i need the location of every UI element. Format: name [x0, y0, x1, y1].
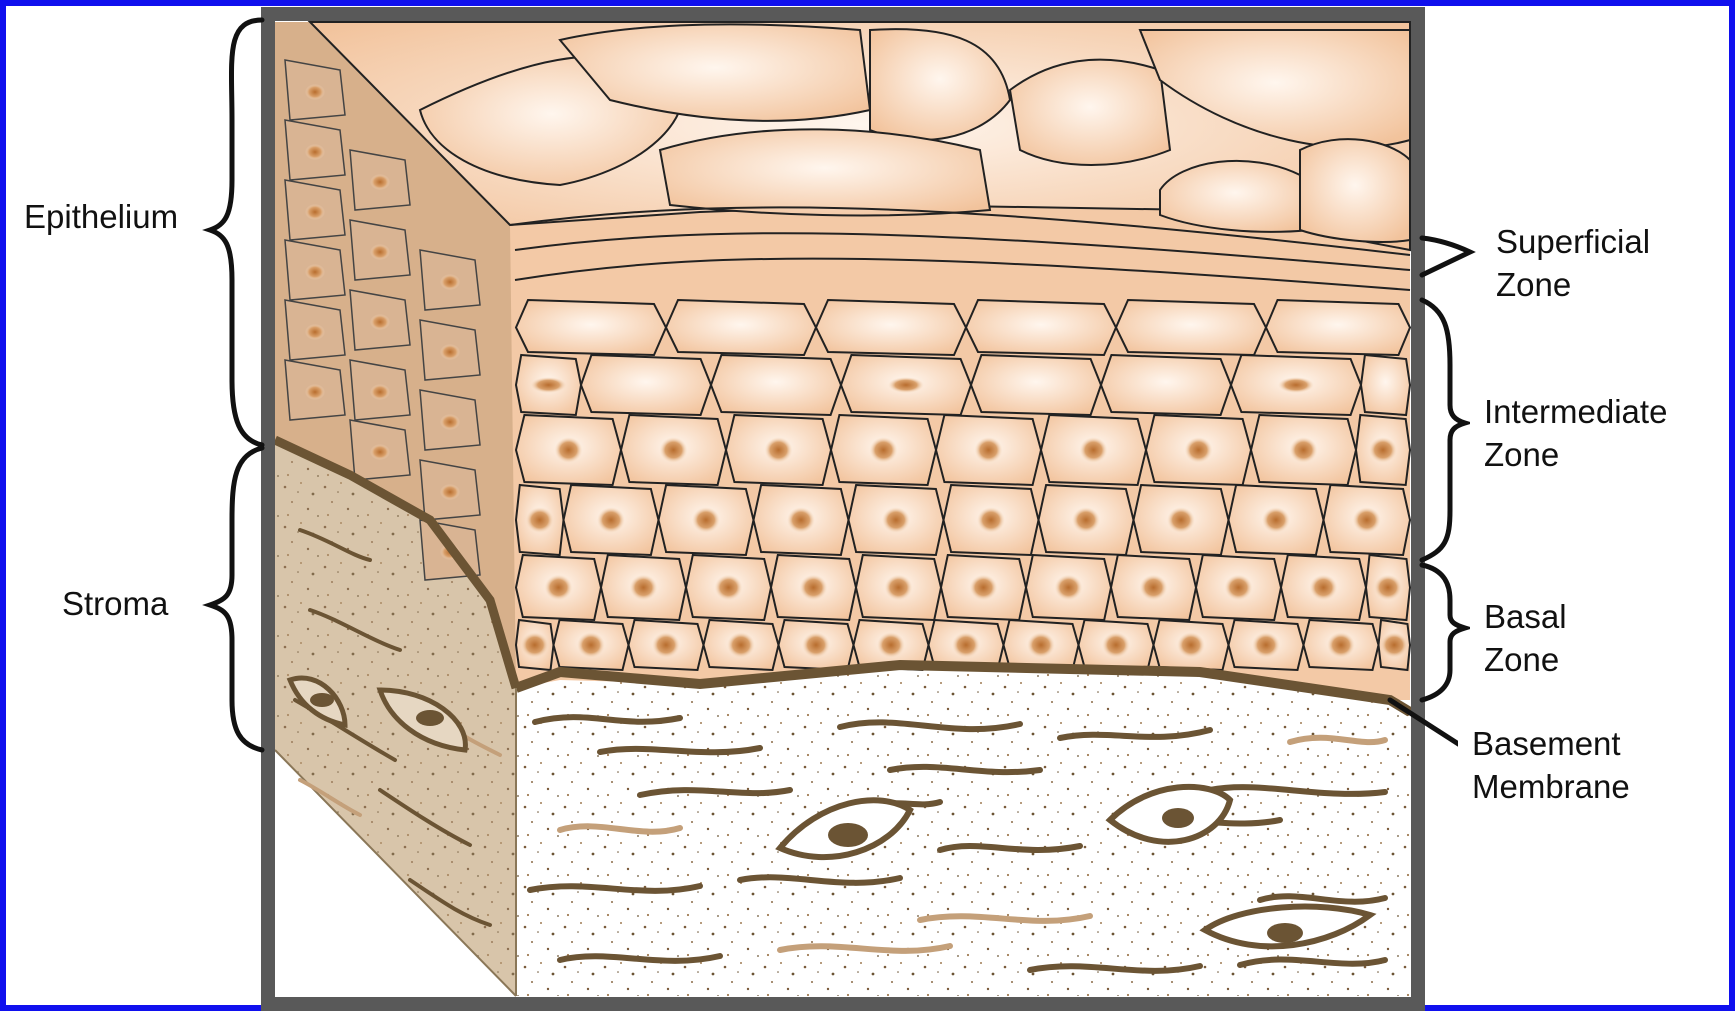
- intermediate-bracket: [1422, 300, 1465, 560]
- cell-nucleus: [977, 507, 1005, 533]
- cell-nucleus: [370, 384, 390, 400]
- cell-nucleus: [1027, 632, 1055, 658]
- cell-nucleus: [440, 344, 460, 360]
- epithelial-cell: [516, 300, 666, 355]
- cell-nucleus: [370, 444, 390, 460]
- cell-nucleus: [545, 575, 573, 601]
- cell-nucleus: [305, 264, 325, 280]
- cell-nucleus: [1278, 377, 1314, 393]
- cell-nucleus: [1072, 507, 1100, 533]
- cell-nucleus: [802, 632, 830, 658]
- cell-nucleus: [652, 632, 680, 658]
- cell-nucleus: [715, 575, 743, 601]
- cell-nucleus: [1080, 437, 1108, 463]
- cell-nucleus: [970, 575, 998, 601]
- cell-nucleus: [882, 507, 910, 533]
- cell-nucleus: [727, 632, 755, 658]
- cell-nucleus: [370, 244, 390, 260]
- cell-nucleus: [1167, 507, 1195, 533]
- basal-bracket: [1422, 565, 1465, 700]
- cell-nucleus: [305, 384, 325, 400]
- label-basal-zone: Basal Zone: [1470, 593, 1581, 683]
- label-epithelium: Epithelium: [10, 193, 192, 240]
- cell-nucleus: [305, 204, 325, 220]
- label-basement-membrane: Basement Membrane: [1458, 720, 1644, 810]
- cell-nucleus: [526, 507, 554, 533]
- cell-nucleus: [765, 437, 793, 463]
- cell-nucleus: [305, 144, 325, 160]
- cell-nucleus: [1310, 575, 1338, 601]
- cell-nucleus: [885, 575, 913, 601]
- cell-nucleus: [521, 632, 549, 658]
- cell-nucleus: [630, 575, 658, 601]
- cell-nucleus: [787, 507, 815, 533]
- label-intermediate-zone: Intermediate Zone: [1470, 388, 1681, 478]
- epithelial-cell: [971, 355, 1101, 415]
- cell-nucleus: [1140, 575, 1168, 601]
- cell-nucleus: [370, 314, 390, 330]
- cell-nucleus: [1252, 632, 1280, 658]
- epithelial-cell: [1361, 355, 1410, 415]
- cell-nucleus: [1327, 632, 1355, 658]
- epithelial-cell: [711, 355, 841, 415]
- cell-nucleus: [692, 507, 720, 533]
- cell-nucleus: [305, 84, 325, 100]
- cell-nucleus: [877, 632, 905, 658]
- cell-nucleus: [440, 274, 460, 290]
- cell-nucleus: [1177, 632, 1205, 658]
- cell-nucleus: [870, 437, 898, 463]
- cell-nucleus: [1102, 632, 1130, 658]
- epithelial-cell: [666, 300, 816, 355]
- cell-nucleus: [440, 484, 460, 500]
- cell-nucleus: [531, 377, 567, 393]
- cell-nucleus: [440, 414, 460, 430]
- cell-nucleus: [1353, 507, 1381, 533]
- cell-nucleus: [370, 174, 390, 190]
- cell-nucleus: [1225, 575, 1253, 601]
- cell-nucleus: [1290, 437, 1318, 463]
- cell-nucleus: [800, 575, 828, 601]
- epithelial-cell: [1101, 355, 1231, 415]
- cell-nucleus: [577, 632, 605, 658]
- cell-nucleus: [597, 507, 625, 533]
- cell-nucleus: [888, 377, 924, 393]
- cell-nucleus: [1185, 437, 1213, 463]
- label-superficial-zone: Superficial Zone: [1482, 218, 1664, 308]
- cell-nucleus: [1380, 632, 1408, 658]
- cell-nucleus: [1369, 437, 1397, 463]
- cell-nucleus: [952, 632, 980, 658]
- cell-nucleus: [305, 324, 325, 340]
- superficial-bracket: [1422, 238, 1470, 275]
- epithelial-cell: [966, 300, 1116, 355]
- cell-nucleus: [555, 437, 583, 463]
- epithelial-cell: [816, 300, 966, 355]
- cell-nucleus: [1262, 507, 1290, 533]
- cell-nucleus: [975, 437, 1003, 463]
- epithelial-cell: [581, 355, 711, 415]
- stroma-bracket: [210, 448, 262, 750]
- epithelial-cell: [1116, 300, 1266, 355]
- cell-nucleus: [660, 437, 688, 463]
- cell-nucleus: [1055, 575, 1083, 601]
- epithelial-cell: [1266, 300, 1410, 355]
- cell-nucleus: [1374, 575, 1402, 601]
- label-stroma: Stroma: [48, 580, 182, 627]
- epithelium-bracket: [210, 20, 262, 445]
